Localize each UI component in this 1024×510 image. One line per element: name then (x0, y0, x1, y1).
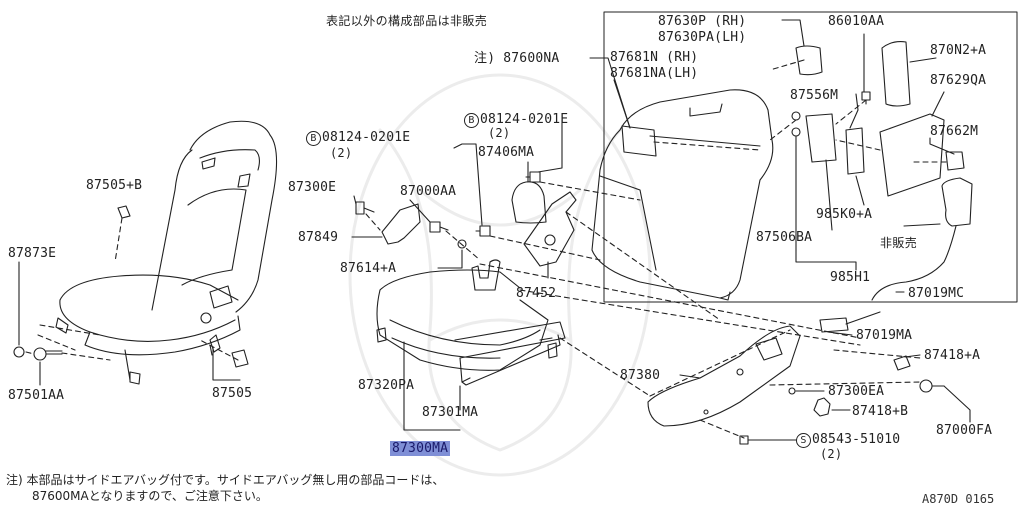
part-label-87301ma[interactable]: 87301MA (422, 405, 479, 420)
right-dashes (653, 59, 947, 359)
clip-87418a (893, 355, 911, 371)
part-label-86010aa[interactable]: 86010AA (828, 14, 885, 29)
diagram-code: A870D 0165 (922, 492, 995, 506)
cover-87406ma (511, 181, 547, 224)
garnish-87681n (621, 125, 657, 157)
block-87662m (945, 151, 965, 171)
part-label-87600na[interactable]: 注) 87600NA (474, 51, 560, 66)
part-label-87629qa[interactable]: 87629QA (930, 73, 987, 88)
part-label-87019ma[interactable]: 87019MA (856, 328, 913, 343)
part-label-87873e[interactable]: 87873E (8, 246, 57, 261)
part-label-87505[interactable]: 87505 (212, 386, 253, 401)
seatback-drawing (591, 89, 774, 301)
nut-87873e (13, 346, 25, 358)
part-label-87320pa[interactable]: 87320PA (358, 378, 415, 393)
bracket-87849 (381, 203, 421, 245)
nut-87614a (457, 239, 467, 249)
clip-87505b (117, 205, 131, 219)
bracket-87452 (523, 191, 577, 267)
qty-08124-upper: (2) (488, 126, 511, 140)
bracket-87556m (805, 113, 837, 163)
part-label-08124-upper-number: 08124-0201E (480, 112, 569, 127)
middle-dashes (365, 181, 861, 397)
footnote-line-2: 87600MAとなりますので、ご注意下さい。 (32, 489, 268, 503)
part-label-87000aa[interactable]: 87000AA (400, 184, 457, 199)
part-label-87019mc[interactable]: 87019MC (908, 286, 965, 301)
right-leaders (589, 19, 955, 358)
non-sale-label: 非販売 (880, 236, 918, 250)
qty-08543: (2) (820, 447, 843, 461)
complete-seat-drawing (55, 120, 278, 385)
part-label-87380[interactable]: 87380 (620, 368, 661, 383)
part-label-87406ma[interactable]: 87406MA (478, 145, 535, 160)
part-label-87000fa[interactable]: 87000FA (936, 423, 993, 438)
part-label-87452[interactable]: 87452 (516, 286, 557, 301)
part-label-87300e[interactable]: 87300E (288, 180, 337, 195)
screw-marker-s: S (796, 433, 811, 448)
seat-frame-drawing (376, 259, 566, 386)
bottom-dashes (649, 329, 921, 439)
footnote-line-1: 注) 本部品はサイドエアバッグ付です。サイドエアバッグ無し用の部品コードは、 (6, 473, 445, 487)
harness-87019mc (871, 225, 957, 301)
part-label-08543-number: 08543-51010 (812, 432, 901, 447)
part-label-87630p[interactable]: 87630P (RH) (658, 14, 747, 29)
bolt-marker-b: B (306, 131, 321, 146)
bolt-87000aa (429, 221, 449, 233)
screw-87000fa (919, 379, 945, 393)
left-leaders (18, 261, 241, 386)
middle-leaders (351, 119, 563, 431)
nut-87506ba (791, 127, 801, 137)
part-label-87556m[interactable]: 87556M (790, 88, 839, 103)
nut-87556m-a (791, 111, 801, 121)
part-label-87506ba[interactable]: 87506BA (756, 230, 813, 245)
plate-985k0a (845, 127, 865, 175)
ring-87300ea (788, 387, 796, 395)
part-label-87681n[interactable]: 87681N (RH) (610, 50, 699, 65)
part-label-87614a[interactable]: 87614+A (340, 261, 397, 276)
garnish-87630p (795, 45, 823, 76)
part-label-985k0a[interactable]: 985K0+A (816, 207, 873, 222)
cap-87505 (231, 349, 249, 368)
connector-87019ma (819, 317, 849, 333)
part-label-08124-lower-number: 08124-0201E (322, 130, 411, 145)
non-sale-header-note: 表記以外の構成部品は非販売 (326, 14, 488, 28)
watermark-emblem (348, 73, 652, 477)
part-label-87300ma-highlighted[interactable]: 87300MA (390, 441, 451, 456)
part-label-87418a[interactable]: 87418+A (924, 348, 981, 363)
highlighted-part-number: 87300MA (390, 441, 451, 456)
part-label-87849[interactable]: 87849 (298, 230, 339, 245)
bolt-marker-b: B (464, 113, 479, 128)
bolt-87501aa (33, 347, 63, 361)
airbag-module (941, 177, 973, 227)
panel-870n2a (881, 41, 911, 107)
part-label-870n2a[interactable]: 870N2+A (930, 43, 987, 58)
part-label-87418b[interactable]: 87418+B (852, 404, 909, 419)
part-label-87300ea[interactable]: 87300EA (828, 384, 885, 399)
left-leader-dashes (25, 217, 239, 361)
part-label-87681na[interactable]: 87681NA(LH) (610, 66, 699, 81)
part-label-87630pa[interactable]: 87630PA(LH) (658, 30, 747, 45)
part-label-87501aa[interactable]: 87501AA (8, 388, 65, 403)
nut-87418b (813, 397, 831, 417)
qty-08124-lower: (2) (330, 146, 353, 160)
bottom-leaders (679, 374, 971, 441)
harness-87019ma (845, 311, 881, 325)
part-label-87662m[interactable]: 87662M (930, 124, 979, 139)
screw-08543 (739, 435, 763, 445)
bolt-87300e (355, 201, 375, 215)
bracket-87452-hole (544, 234, 556, 246)
bolt-08124a (475, 225, 491, 237)
part-label-985h1[interactable]: 985H1 (830, 270, 871, 285)
part-label-87505b[interactable]: 87505+B (86, 178, 143, 193)
side-garnish-87380 (647, 325, 801, 427)
